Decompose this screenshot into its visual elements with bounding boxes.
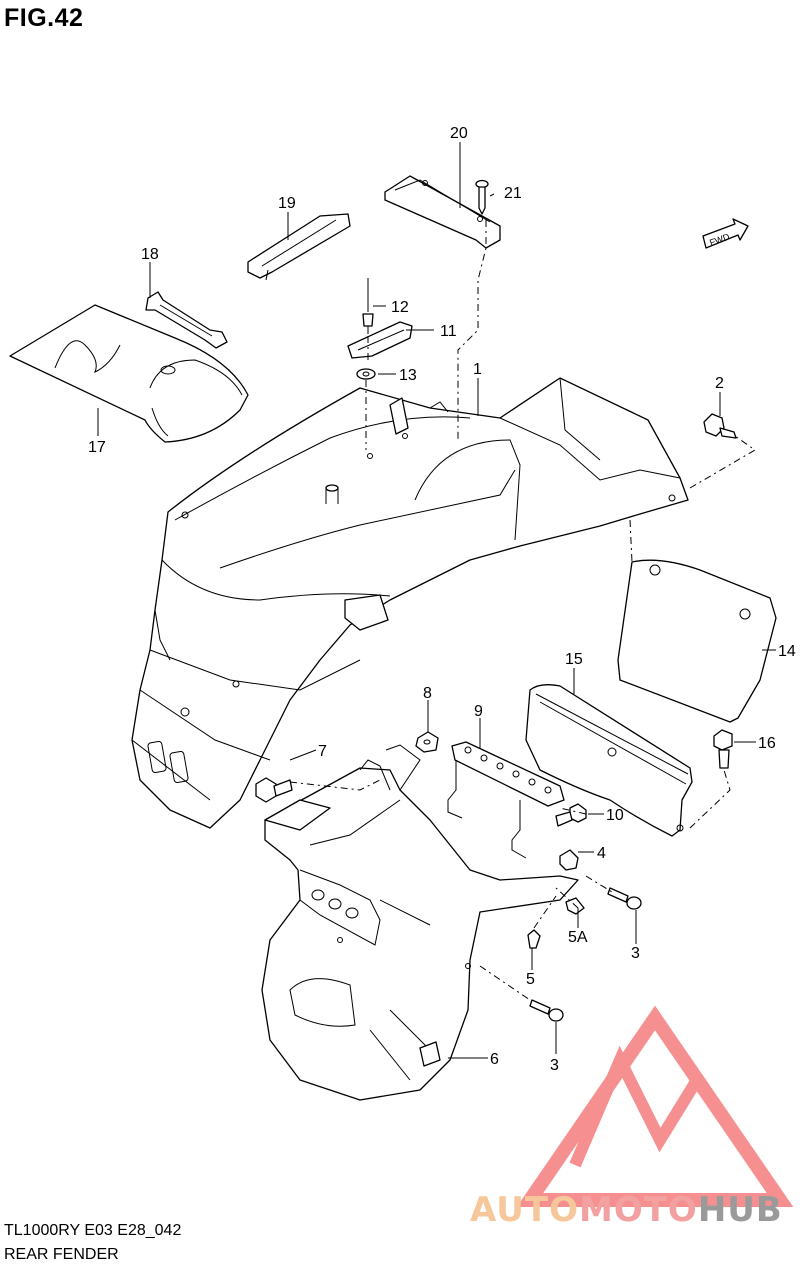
label-part-16: 16 <box>758 735 776 752</box>
part-2-bolt <box>703 413 737 439</box>
part-10-bolt <box>555 803 587 827</box>
leader-lines <box>97 142 776 1059</box>
section-name: REAR FENDER <box>4 1246 119 1263</box>
part-21-screw <box>475 179 489 215</box>
label-part-15: 15 <box>565 651 583 668</box>
label-part-3-lower: 3 <box>550 1057 559 1074</box>
part-17-seat-cover <box>9 304 249 443</box>
label-part-3-upper: 3 <box>631 945 640 962</box>
label-part-4: 4 <box>597 845 606 862</box>
label-part-14: 14 <box>778 643 796 660</box>
label-part-8: 8 <box>423 685 432 702</box>
label-part-13: 13 <box>399 367 417 384</box>
label-part-21: 21 <box>504 185 522 202</box>
part-15-reflector <box>525 684 693 837</box>
watermark-part1: AUTO <box>470 1190 579 1230</box>
label-part-5: 5 <box>526 971 535 988</box>
part-14-side-panel <box>617 559 777 723</box>
part-1-rear-fender-body <box>131 377 689 829</box>
label-part-20: 20 <box>450 125 468 142</box>
part-7-bolt <box>255 777 293 803</box>
part-9-license-bracket <box>447 741 565 859</box>
part-3-screw-upper <box>607 887 642 910</box>
watermark-part3: HUB <box>697 1190 783 1230</box>
part-16-bolt <box>713 729 733 769</box>
label-part-17: 17 <box>88 439 106 456</box>
part-20-bracket <box>384 175 501 249</box>
label-part-19: 19 <box>278 195 296 212</box>
part-4-clip <box>559 849 579 871</box>
watermark-part2: MOTO <box>578 1190 698 1230</box>
label-part-9: 9 <box>474 703 483 720</box>
part-3-screw-lower <box>529 999 564 1022</box>
part-18-wrench <box>145 291 228 349</box>
part-12-pin <box>362 278 374 334</box>
watermark-logo-icon <box>516 1005 794 1207</box>
label-part-5a: 5A <box>568 929 588 946</box>
part-19-strap <box>247 213 351 281</box>
part-6-lower-fender <box>261 744 579 1101</box>
assembly-lines <box>289 220 756 1001</box>
label-part-10: 10 <box>606 807 624 824</box>
fwd-arrow-icon: FWD <box>702 218 749 249</box>
label-part-12: 12 <box>391 299 409 316</box>
part-13-washer <box>356 368 376 380</box>
label-part-18: 18 <box>141 246 159 263</box>
label-part-7: 7 <box>318 743 327 760</box>
part-8-nut <box>415 731 439 753</box>
label-part-6: 6 <box>490 1051 499 1068</box>
label-part-1: 1 <box>473 361 482 378</box>
part-5a-clip <box>565 897 585 915</box>
label-part-11: 11 <box>440 323 457 340</box>
part-5-rivet <box>527 929 541 949</box>
figure-title: FIG.42 <box>4 4 84 32</box>
watermark-text: AUTOMOTOHUB <box>470 1190 783 1230</box>
label-part-2: 2 <box>715 375 724 392</box>
model-code: TL1000RY E03 E28_042 <box>4 1222 182 1239</box>
part-labels: 20 21 19 18 12 11 13 1 2 17 14 15 16 8 9… <box>88 125 796 1074</box>
part-11-clip <box>347 321 413 359</box>
